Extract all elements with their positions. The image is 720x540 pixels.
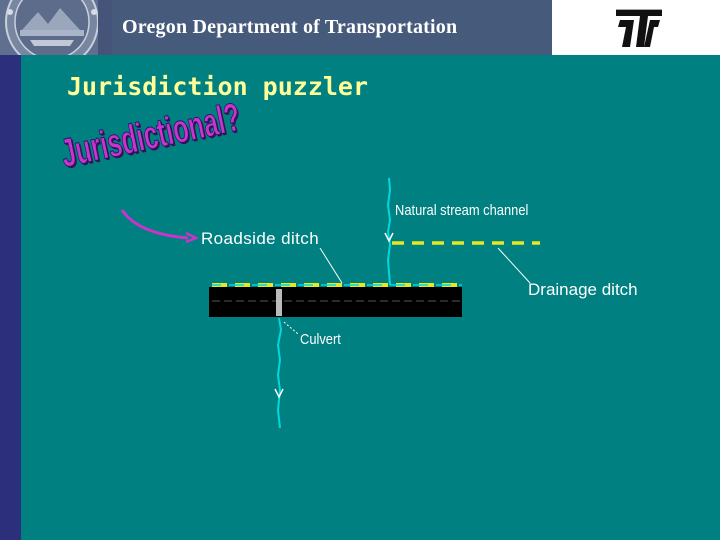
label-roadside-ditch: Roadside ditch xyxy=(201,229,320,248)
stream-below-road xyxy=(276,317,283,429)
culvert-pipe xyxy=(276,289,282,316)
label-drainage-ditch: Drainage ditch xyxy=(528,280,638,299)
pointer-line-culvert xyxy=(283,321,299,335)
flow-arrow-icon xyxy=(274,388,284,399)
pointer-line-roadside xyxy=(319,247,343,284)
curved-arrow-icon xyxy=(120,209,189,240)
odot-logo-icon xyxy=(616,8,662,47)
label-natural-stream-channel: Natural stream channel xyxy=(395,202,529,219)
header-bar: Oregon Department of Transportation xyxy=(0,0,720,55)
road-section xyxy=(209,287,462,317)
logo-box xyxy=(552,0,720,55)
natural-stream-channel xyxy=(386,177,392,286)
slide-title: Jurisdiction puzzler xyxy=(67,72,369,101)
department-title: Oregon Department of Transportation xyxy=(122,16,458,38)
label-culvert: Culvert xyxy=(300,331,341,348)
left-accent-bar xyxy=(0,0,21,540)
pointer-line-drainage xyxy=(497,247,531,284)
flow-arrow-icon xyxy=(384,232,394,243)
oregon-state-seal-icon xyxy=(0,0,112,55)
